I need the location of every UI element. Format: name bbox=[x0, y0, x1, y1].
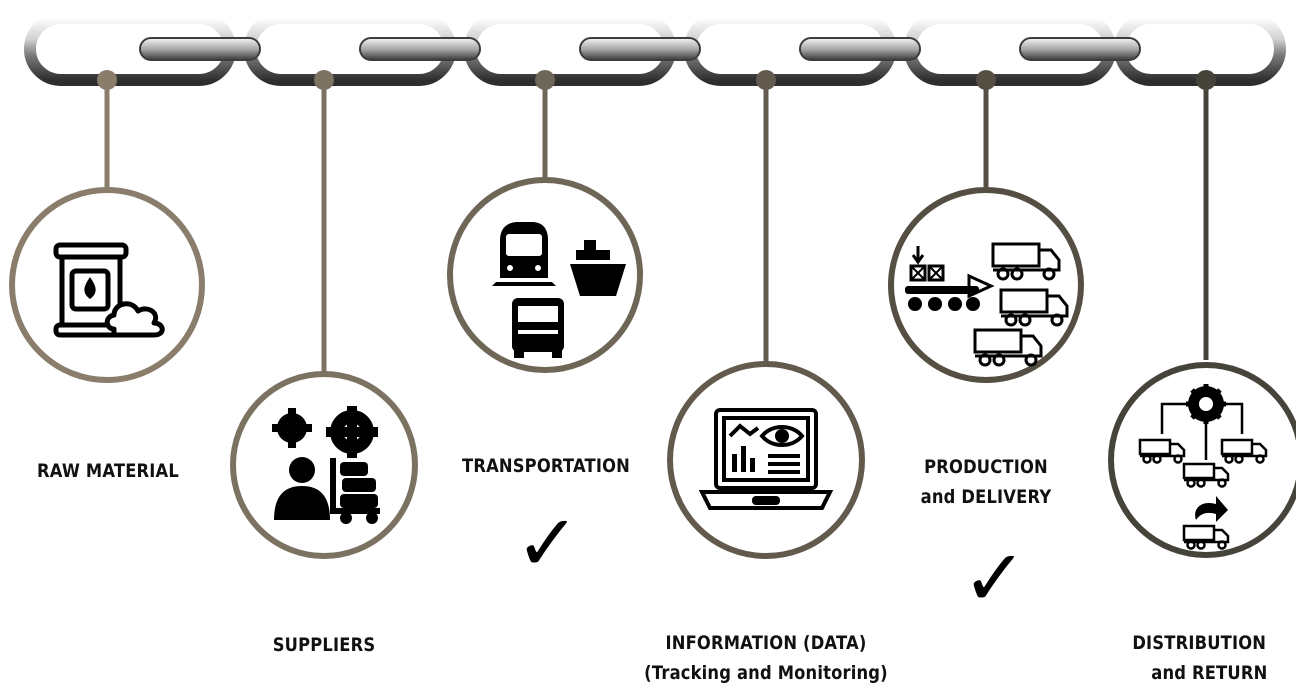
label-suppliers: SUPPLIERS bbox=[247, 630, 402, 660]
chain-link bbox=[1114, 12, 1286, 86]
conveyor-trucks-icon bbox=[905, 242, 1069, 367]
pendant-distribution-return bbox=[1108, 70, 1296, 558]
label-line: DISTRIBUTION bbox=[1132, 632, 1267, 654]
oil-barrel-icon bbox=[53, 242, 165, 338]
icon-circle bbox=[667, 361, 865, 559]
rope-knot bbox=[535, 70, 555, 90]
label-line: TRANSPORTATION bbox=[462, 455, 630, 477]
chain-link-side bbox=[799, 37, 921, 61]
supplier-worker-gears-icon bbox=[272, 406, 380, 524]
pendant-suppliers bbox=[230, 70, 418, 559]
pendant-information bbox=[667, 70, 865, 559]
label-line: RAW MATERIAL bbox=[37, 460, 179, 482]
distribution-return-trucks-icon bbox=[1138, 384, 1268, 550]
check-mark-production-delivery: ✓ bbox=[962, 534, 1028, 624]
label-transportation: TRANSPORTATION bbox=[451, 451, 640, 481]
chain-link-side bbox=[139, 37, 261, 61]
train-ship-truck-icon bbox=[492, 222, 626, 358]
icon-circle bbox=[230, 371, 418, 559]
rope-knot bbox=[756, 70, 776, 90]
chain-link-side bbox=[579, 37, 701, 61]
label-line: and RETURN bbox=[1151, 662, 1268, 684]
label-information: INFORMATION (DATA) (Tracking and Monitor… bbox=[628, 628, 903, 688]
check-mark-transportation: ✓ bbox=[515, 499, 581, 589]
label-line: SUPPLIERS bbox=[272, 634, 376, 656]
laptop-analytics-icon bbox=[698, 408, 834, 510]
rope-knot bbox=[1196, 70, 1216, 90]
label-production-delivery: PRODUCTION and DELIVERY bbox=[900, 452, 1072, 512]
label-line: INFORMATION (DATA) bbox=[665, 632, 867, 654]
label-distribution-return: DISTRIBUTION and RETURN bbox=[1132, 628, 1283, 688]
icon-circle bbox=[1108, 362, 1296, 558]
rope-knot bbox=[314, 70, 334, 90]
chain bbox=[24, 12, 1286, 86]
pendant-production-delivery bbox=[888, 70, 1084, 383]
label-line: and DELIVERY bbox=[920, 486, 1052, 508]
rope-knot bbox=[97, 70, 117, 90]
chain-link-side bbox=[359, 37, 481, 61]
chain-link-side bbox=[1019, 37, 1141, 61]
label-line: PRODUCTION bbox=[924, 456, 1048, 478]
label-line: (Tracking and Monitoring) bbox=[644, 662, 888, 684]
rope-knot bbox=[976, 70, 996, 90]
label-raw-material: RAW MATERIAL bbox=[31, 456, 186, 486]
